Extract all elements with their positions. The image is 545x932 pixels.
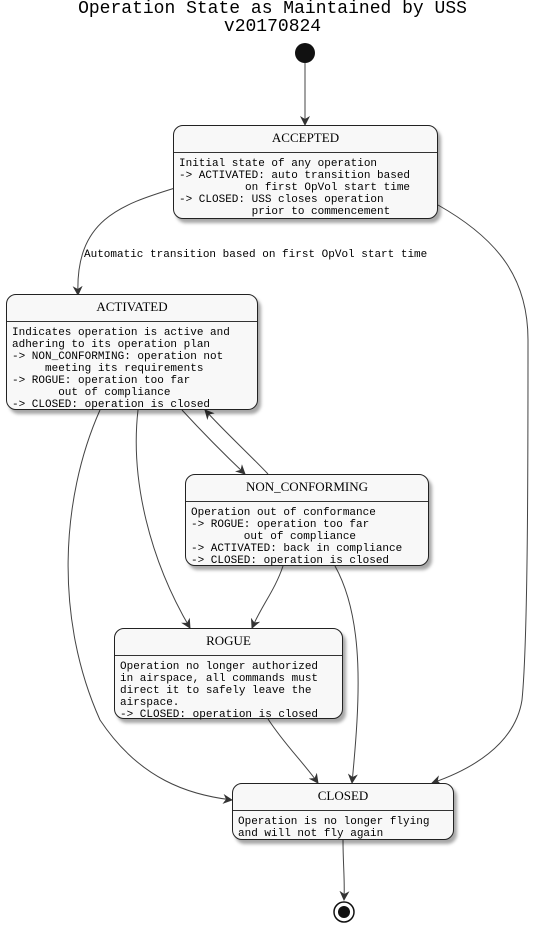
arrow-activated-to-closed (67, 409, 233, 804)
state-non-conforming-name: NON_CONFORMING (186, 475, 428, 502)
state-rogue-description: Operation no longer authorized in airspa… (120, 661, 319, 721)
arrow-nonconforming-to-closed (334, 565, 359, 784)
arrow-accepted-to-activated (72, 187, 176, 296)
state-accepted-name: ACCEPTED (174, 126, 437, 153)
final-state-node (333, 901, 355, 923)
state-accepted-description: Initial state of any operation -> ACTIVA… (179, 158, 411, 218)
arrow-accepted-to-closed (431, 204, 529, 785)
state-non-conforming: NON_CONFORMING Operation out of conforma… (185, 474, 429, 567)
arrow-rogue-to-closed (267, 718, 319, 784)
arrow-nonconforming-to-activated (204, 409, 269, 475)
initial-state-node (295, 43, 315, 63)
state-closed-name: CLOSED (233, 784, 453, 811)
state-accepted: ACCEPTED Initial state of any operation … (173, 125, 438, 219)
arrow-activated-to-nonconforming (181, 409, 246, 475)
state-rogue: ROGUE Operation no longer authorized in … (114, 628, 343, 721)
state-activated: ACTIVATED Indicates operation is active … (6, 294, 258, 411)
arrow-activated-to-rogue (135, 409, 191, 629)
diagram-version: v20170824 (223, 17, 322, 37)
state-rogue-name: ROGUE (115, 629, 342, 656)
state-activated-description: Indicates operation is active and adheri… (12, 327, 230, 411)
state-closed-description: Operation is no longer flying and will n… (238, 816, 430, 840)
state-non-conforming-description: Operation out of conformance -> ROGUE: o… (191, 507, 403, 567)
state-closed: CLOSED Operation is no longer flying and… (232, 783, 454, 840)
transition-label-accepted-activated: Automatic transition based on first OpVo… (84, 249, 428, 261)
state-activated-name: ACTIVATED (7, 295, 257, 322)
arrow-closed-to-end (339, 839, 350, 901)
arrow-nonconforming-to-rogue (251, 565, 284, 629)
diagram-title: Operation State as Maintained by USS (78, 0, 467, 19)
